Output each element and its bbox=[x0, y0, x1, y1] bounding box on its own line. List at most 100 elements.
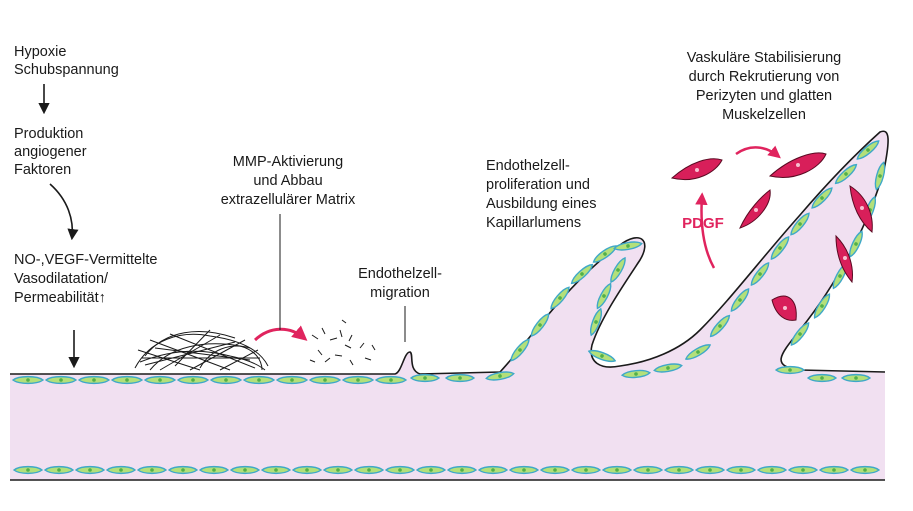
endothelial-cell bbox=[485, 371, 515, 381]
pdgf-arrow-right bbox=[735, 145, 781, 159]
endothelial-cell bbox=[74, 465, 106, 475]
endothelial-cell bbox=[198, 465, 230, 475]
endothelial-cell bbox=[849, 230, 863, 258]
production-line-2: angiogener bbox=[14, 144, 87, 160]
endothelial-cell bbox=[856, 140, 880, 160]
endothelial-cell bbox=[709, 314, 731, 338]
stabilization-label: Vaskuläre Stabilisierung durch Rekrutier… bbox=[687, 50, 841, 123]
endothelial-cell bbox=[774, 365, 806, 375]
vasodilation-line-2: Vasodilatation/ bbox=[14, 271, 109, 287]
endothelial-cell bbox=[353, 465, 385, 475]
proliferation-line-1: Endothelzell- bbox=[486, 158, 570, 174]
endothelial-cell bbox=[12, 465, 44, 475]
endothelial-cell bbox=[620, 369, 652, 379]
endothelial-cell bbox=[596, 282, 612, 310]
degraded-matrix-fragments bbox=[309, 319, 376, 366]
endothelial-cell bbox=[684, 344, 712, 360]
endothelial-cell bbox=[409, 373, 441, 383]
production-line-3: Faktoren bbox=[14, 162, 71, 178]
endothelial-cell bbox=[384, 465, 416, 475]
endothelial-cell bbox=[291, 465, 323, 475]
endothelial-cell bbox=[834, 163, 858, 185]
endothelial-cell bbox=[508, 465, 540, 475]
endothelial-cell bbox=[601, 465, 633, 475]
endothelial-cell bbox=[610, 256, 626, 284]
endothelial-cell bbox=[242, 375, 276, 385]
endothelial-cell bbox=[110, 375, 144, 385]
endothelial-cell bbox=[613, 241, 643, 251]
trigger-line-2: Schubspannung bbox=[14, 62, 119, 78]
endothelial-cell bbox=[322, 465, 354, 475]
endothelial-cell bbox=[11, 375, 45, 385]
endothelial-cell bbox=[43, 465, 75, 475]
endothelial-cell bbox=[44, 375, 78, 385]
endothelial-cell bbox=[806, 373, 838, 383]
extracellular-matrix-fibers bbox=[134, 329, 269, 371]
mmp-line-1: MMP-Aktivierung bbox=[233, 154, 343, 170]
proliferation-line-3: Ausbildung eines bbox=[486, 196, 596, 212]
mmp-label: MMP-Aktivierung und Abbau extrazelluläre… bbox=[221, 154, 356, 208]
stabilization-line-1: Vaskuläre Stabilisierung bbox=[687, 50, 841, 66]
trigger-label: Hypoxie Schubspannung bbox=[14, 44, 119, 78]
production-label: Produktion angiogener Faktoren bbox=[14, 126, 87, 178]
proliferation-line-4: Kapillarlumens bbox=[486, 215, 581, 231]
endothelial-cell bbox=[730, 288, 750, 312]
endothelial-cell bbox=[530, 313, 550, 337]
endothelial-cell bbox=[229, 465, 261, 475]
trigger-line-1: Hypoxie bbox=[14, 44, 66, 60]
mmp-line-3: extrazellulärer Matrix bbox=[221, 192, 356, 208]
matrix-degradation-arrow bbox=[253, 325, 308, 342]
endothelial-cells-top bbox=[11, 375, 408, 385]
endothelial-cell bbox=[143, 375, 177, 385]
endothelial-cell bbox=[510, 338, 530, 362]
endothelial-cell bbox=[446, 465, 478, 475]
endothelial-cell bbox=[790, 212, 810, 236]
endothelial-cell bbox=[663, 465, 695, 475]
endothelial-cell bbox=[811, 187, 833, 209]
endothelial-cell bbox=[260, 465, 292, 475]
endothelial-cell bbox=[374, 375, 408, 385]
vasodilation-label: NO-,VEGF-Vermittelte Vasodilatation/ Per… bbox=[14, 252, 157, 306]
stabilization-line-4: Muskelzellen bbox=[722, 107, 806, 123]
endothelial-cell bbox=[570, 465, 602, 475]
endothelial-cell bbox=[813, 293, 831, 319]
endothelial-cell bbox=[840, 373, 872, 383]
endothelial-cell bbox=[632, 465, 664, 475]
endothelial-cell bbox=[539, 465, 571, 475]
pdgf-arrow-up bbox=[695, 192, 716, 269]
endothelial-cell bbox=[787, 465, 819, 475]
pdgf-label: PDGF bbox=[682, 215, 724, 232]
vessel-lumen bbox=[10, 131, 889, 481]
migration-label: Endothelzell- migration bbox=[358, 266, 442, 301]
endothelial-cells-sprout bbox=[409, 140, 886, 383]
endothelial-cell bbox=[167, 465, 199, 475]
vasodilation-line-1: NO-,VEGF-Vermittelte bbox=[14, 252, 157, 268]
endothelial-cell bbox=[590, 307, 602, 337]
endothelial-cell bbox=[275, 375, 309, 385]
endothelial-cells-bottom bbox=[12, 465, 881, 475]
proliferation-line-2: proliferation und bbox=[486, 177, 590, 193]
endothelial-cell bbox=[308, 375, 342, 385]
endothelial-cell bbox=[849, 465, 881, 475]
endothelial-cell bbox=[725, 465, 757, 475]
stabilization-line-3: Perizyten und glatten bbox=[696, 88, 832, 104]
vasodilation-line-3: Permeabilität↑ bbox=[14, 290, 106, 306]
endothelial-cell bbox=[750, 262, 770, 286]
endothelial-cell bbox=[694, 465, 726, 475]
endothelial-cell bbox=[209, 375, 243, 385]
endothelial-cell bbox=[587, 350, 617, 362]
endothelial-cell bbox=[341, 375, 375, 385]
endothelial-cell bbox=[105, 465, 137, 475]
migration-line-1: Endothelzell- bbox=[358, 266, 442, 282]
endothelial-cell bbox=[444, 373, 476, 383]
endothelial-cell bbox=[818, 465, 850, 475]
endothelial-cell bbox=[415, 465, 447, 475]
production-arrow bbox=[49, 183, 79, 241]
endothelial-cell bbox=[570, 263, 594, 285]
endothelial-cell bbox=[756, 465, 788, 475]
endothelial-cell bbox=[477, 465, 509, 475]
production-line-1: Produktion bbox=[14, 126, 83, 142]
endothelial-cell bbox=[874, 161, 886, 191]
migration-line-2: migration bbox=[370, 285, 430, 301]
endothelial-cell bbox=[790, 322, 810, 346]
